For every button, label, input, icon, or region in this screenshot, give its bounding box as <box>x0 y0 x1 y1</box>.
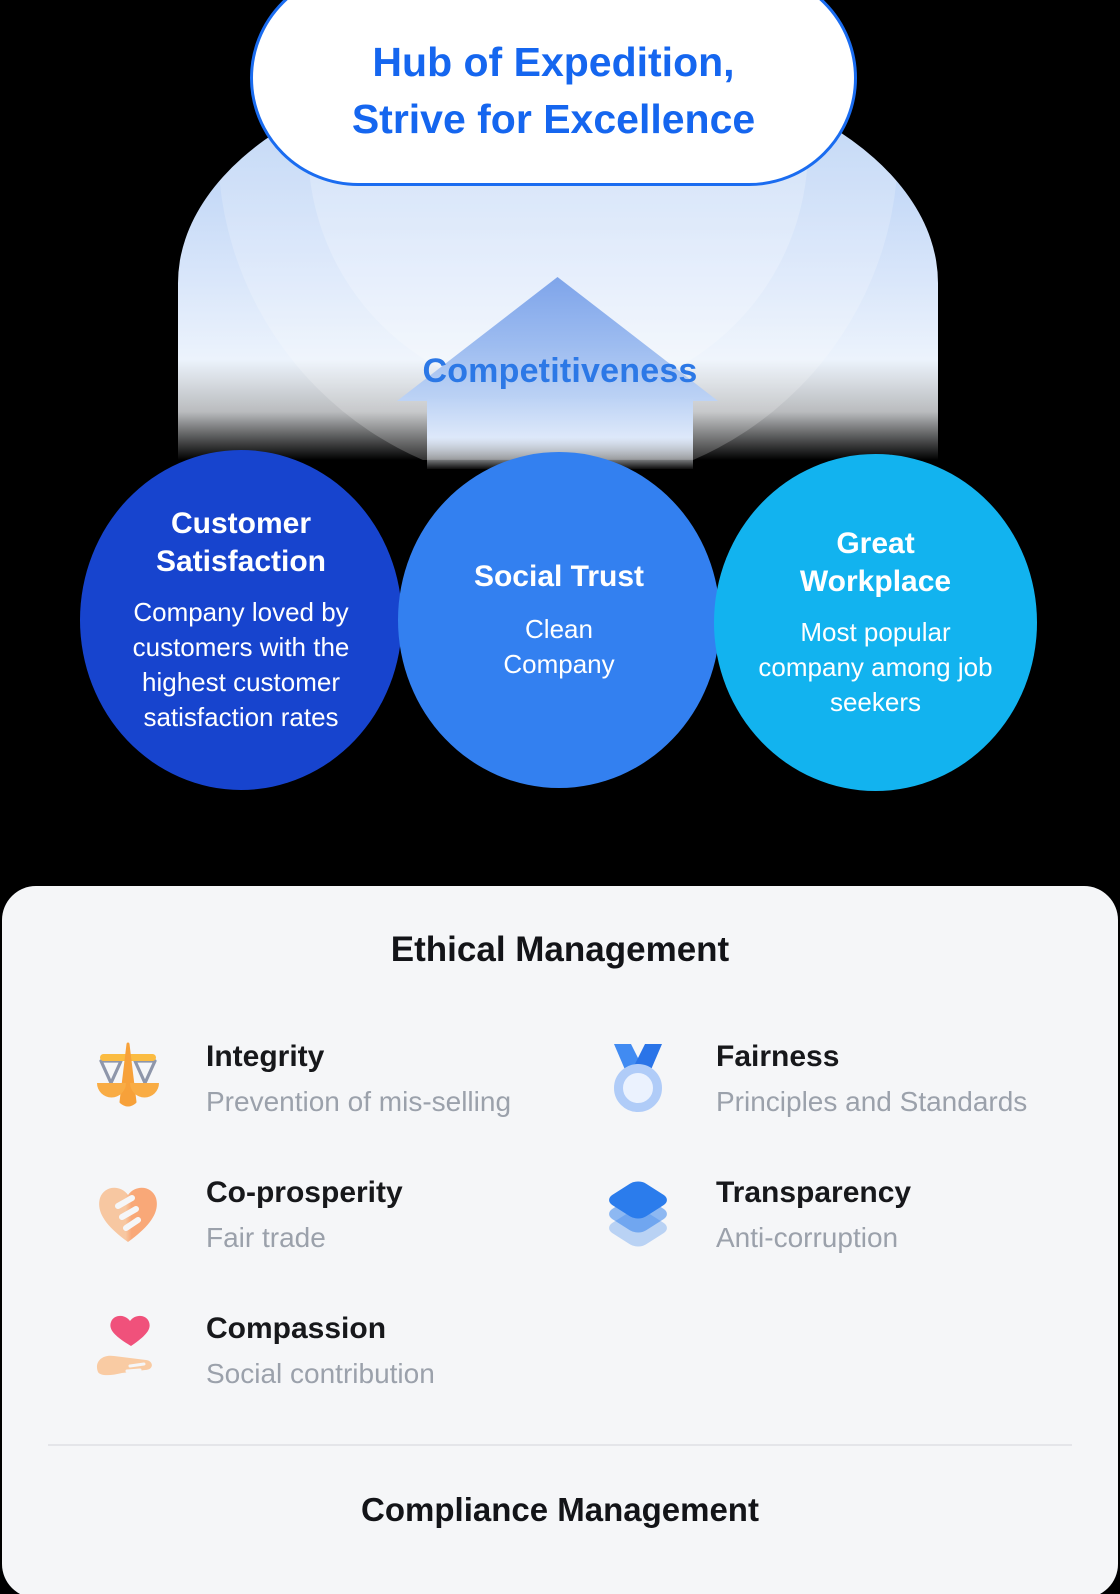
circle-title: Great Workplace <box>799 527 952 598</box>
circle-body: Company loved by customers with the high… <box>132 597 350 732</box>
card-title: Ethical Management <box>390 930 730 969</box>
card-footer: Compliance Management <box>361 1491 759 1528</box>
card-divider <box>48 1444 1072 1446</box>
ethical-management-card: Ethical Management Integrity Prevention … <box>2 886 1118 1594</box>
heart-hand-icon <box>96 1315 152 1376</box>
item-integrity: Integrity Prevention of mis-selling <box>90 1038 511 1118</box>
handshake-icon <box>99 1187 157 1242</box>
circle-body: Most popular company among job seekers <box>758 617 993 717</box>
scales-icon <box>97 1042 159 1107</box>
circle-body: Clean Company <box>503 614 615 679</box>
item-title: Transparency <box>716 1176 912 1209</box>
item-title: Fairness <box>716 1040 840 1073</box>
item-subtitle: Fair trade <box>206 1222 326 1253</box>
circle-social-trust: Social Trust Clean Company <box>398 452 720 788</box>
circle-customer-satisfaction: Customer Satisfaction Company loved by c… <box>80 450 402 790</box>
item-subtitle: Prevention of mis-selling <box>206 1086 512 1117</box>
item-co-prosperity: Co-prosperity Fair trade <box>90 1174 403 1254</box>
item-compassion: Compassion Social contribution <box>90 1310 435 1390</box>
item-title: Co-prosperity <box>206 1176 403 1209</box>
circle-title: Social Trust <box>473 560 645 593</box>
item-transparency: Transparency Anti-corruption <box>600 1174 911 1254</box>
circle-title: Customer Satisfaction <box>155 507 327 578</box>
circle-great-workplace: Great Workplace Most popular company amo… <box>714 454 1037 791</box>
vision-banner: Hub of Expedition, Strive for Excellence <box>250 0 857 186</box>
layers-icon <box>609 1181 667 1247</box>
medal-icon <box>614 1044 662 1112</box>
item-title: Compassion <box>206 1312 387 1345</box>
arrow-label: Competitiveness <box>422 352 698 390</box>
vision-banner-line1: Hub of Expedition, <box>372 39 735 85</box>
item-fairness: Fairness Principles and Standards <box>600 1038 1027 1118</box>
item-subtitle: Anti-corruption <box>716 1222 899 1253</box>
item-subtitle: Social contribution <box>206 1358 435 1389</box>
vision-banner-line2: Strive for Excellence <box>351 96 756 142</box>
item-subtitle: Principles and Standards <box>716 1086 1028 1117</box>
item-title: Integrity <box>206 1040 325 1073</box>
